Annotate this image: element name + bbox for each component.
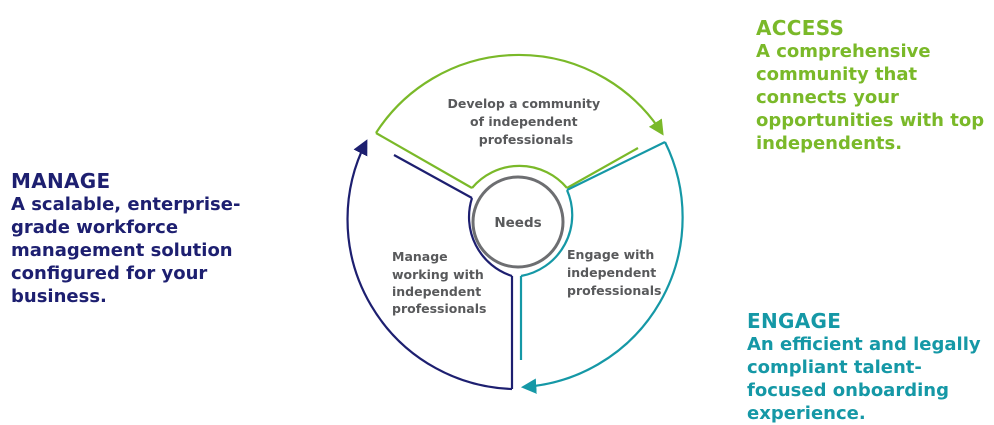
inner-arc-green (471, 164, 568, 189)
manage-heading: MANAGE (11, 169, 111, 193)
needs-label: Needs (494, 215, 541, 231)
segment-divider-engage (566, 141, 666, 191)
needs-circle (471, 175, 565, 269)
access-arrow (375, 53, 664, 136)
inner-arc-navy (467, 197, 513, 278)
manage-section: MANAGE A scalable, enterprise-grade work… (11, 169, 286, 308)
engage-line-1: Engage with (567, 247, 654, 262)
engage-section: ENGAGE An efficient and legally complian… (747, 309, 992, 425)
manage-arrow (346, 139, 513, 391)
segment-manage: Manage working with independent professi… (346, 139, 514, 391)
develop-line-3: professionals (479, 132, 573, 147)
segment-divider-manage-top (393, 154, 473, 199)
engage-line-3: professionals (567, 283, 661, 298)
manage-line-4: professionals (392, 301, 486, 316)
segment-divider-left (375, 132, 473, 189)
manage-description: A scalable, enterprise-grade workforce m… (11, 194, 241, 307)
manage-line-1: Manage (392, 249, 448, 264)
engage-line-2: independent (567, 265, 656, 280)
inner-arc-teal (520, 189, 574, 278)
access-description: A comprehensive community that connects … (756, 41, 985, 154)
manage-line-2: working with (392, 267, 484, 282)
cycle-diagram: Develop a community of independent profe… (346, 53, 684, 394)
segment-engage: Engage with independent professionals (519, 141, 684, 394)
develop-label: Develop a community of independent profe… (447, 96, 604, 147)
develop-line-2: of independent (470, 114, 578, 129)
access-heading: ACCESS (756, 16, 845, 40)
engage-label: Engage with independent professionals (567, 247, 661, 298)
access-section: ACCESS A comprehensive community that co… (756, 16, 992, 155)
engage-description: An efficient and legally compliant talen… (747, 334, 981, 424)
develop-line-1: Develop a community (447, 96, 600, 111)
segment-develop: Develop a community of independent profe… (375, 53, 664, 189)
engage-heading: ENGAGE (747, 309, 842, 333)
segment-divider-right (566, 147, 639, 189)
engage-arrow (520, 141, 684, 394)
center-needs: Needs (471, 175, 565, 269)
manage-label: Manage working with independent professi… (392, 249, 488, 316)
manage-line-3: independent (392, 284, 481, 299)
